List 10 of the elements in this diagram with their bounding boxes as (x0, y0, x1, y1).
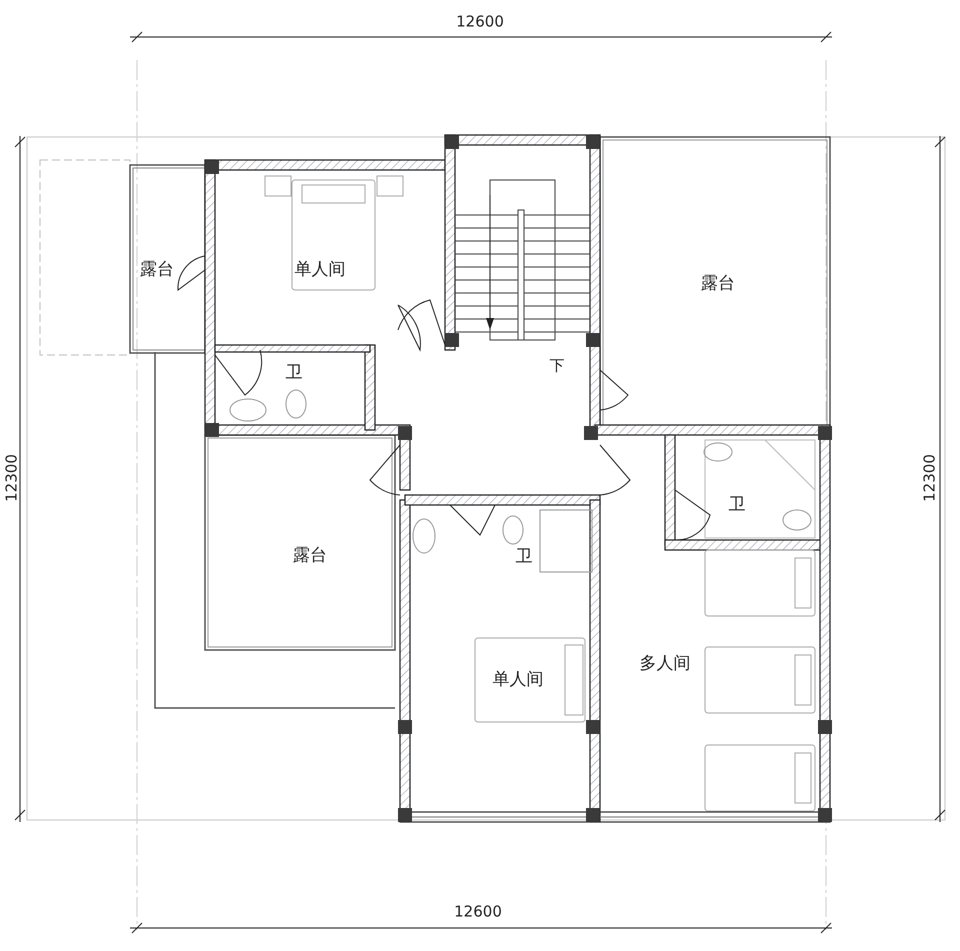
room-label: 露台 (140, 262, 174, 278)
room-label: 露台 (293, 548, 327, 564)
stair-direction-label: 下 (550, 358, 564, 374)
room-label: 单人间 (492, 672, 544, 688)
room-label: 多人间 (640, 656, 690, 672)
room-label: 卫 (516, 548, 532, 566)
room-label: 卫 (286, 364, 302, 382)
room-label: 单人间 (294, 262, 346, 278)
room-label: 露台 (701, 276, 735, 292)
room-label: 卫 (728, 496, 746, 514)
